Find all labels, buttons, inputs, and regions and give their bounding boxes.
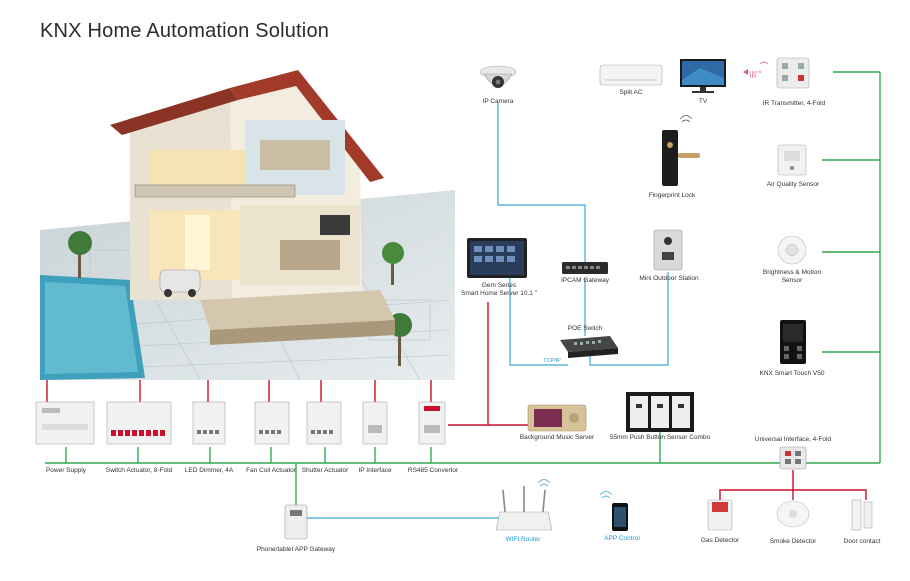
tv-icon <box>680 59 726 93</box>
smoke-detector-label: Smoke Detector <box>764 538 822 546</box>
switch-actuator-label: Switch Actuator, 8-Fold <box>100 467 178 475</box>
ipcam-gateway-icon <box>562 262 608 274</box>
smart-touch-label: KNX Smart Touch V50 <box>752 370 832 378</box>
push-button-combo-label: 55mm Push Button Sensor Combo <box>606 434 714 442</box>
ip-interface-label: IP Interface <box>354 467 396 475</box>
wifi-router-label: WIFI Router <box>496 536 550 544</box>
ir-transmitter-icon <box>777 58 809 88</box>
split-ac-label: Split AC <box>605 89 657 97</box>
ir-transmitter-label: IR Transmitter, 4-Fold <box>752 100 836 108</box>
air-quality-sensor-label: Air Quality Sensor <box>758 181 828 189</box>
fingerprint-lock-icon <box>662 116 700 187</box>
smart-home-server-icon <box>467 238 527 278</box>
door-contact-label: Door contact <box>836 538 888 546</box>
rs485-convertor-label: RS485 Convertor <box>404 467 462 475</box>
shutter-actuator-label: Shutter Actuator <box>298 467 352 475</box>
gem-series-label-2: Smart Home Server 10.1 " <box>456 290 542 298</box>
background-music-server-label: Background Music Server <box>510 434 604 442</box>
universal-interface-icon <box>780 447 806 469</box>
power-supply-icon <box>36 402 94 444</box>
brightness-motion-sensor-icon <box>778 236 806 264</box>
smartphone-icon <box>600 492 628 532</box>
led-dimmer-icon <box>193 402 225 444</box>
gas-detector-label: Gas Detector <box>694 537 746 545</box>
poe-switch-icon <box>560 336 618 358</box>
app-gateway-icon <box>285 505 307 539</box>
gas-detector-icon <box>708 500 732 530</box>
shutter-actuator-icon <box>307 402 341 444</box>
rs485-convertor-icon <box>419 402 445 444</box>
tcpip-label: TCP/IP <box>540 357 564 365</box>
ip-camera-icon <box>480 66 516 88</box>
ip-interface-icon <box>363 402 387 444</box>
poe-switch-label: POE Switch <box>563 325 607 333</box>
universal-interface-label: Universal Interface, 4-Fold <box>746 436 840 444</box>
house-illustration <box>40 70 455 380</box>
brightness-sensor-label-2: Sensor <box>752 277 832 285</box>
fan-coil-actuator-label: Fan Coil Actuator <box>240 467 302 475</box>
ir-tag: IR <box>746 73 760 81</box>
smart-touch-panel-icon <box>780 320 806 364</box>
split-ac-icon <box>600 65 662 85</box>
gem-series-label-1: Gem Series <box>456 282 542 290</box>
mini-outdoor-station-label: Mini Outdoor Station <box>636 275 702 283</box>
fan-coil-actuator-icon <box>255 402 289 444</box>
tv-label: TV <box>690 98 716 106</box>
app-gateway-label: Phone/tablet APP Gateway <box>248 546 344 554</box>
outdoor-station-icon <box>654 230 682 270</box>
smoke-detector-icon <box>777 501 809 527</box>
wifi-router-icon <box>496 480 552 531</box>
fingerprint-lock-label: Fingerprint Lock <box>640 192 704 200</box>
power-supply-label: Power Supply <box>36 467 96 475</box>
door-contact-icon <box>852 500 872 530</box>
air-quality-sensor-icon <box>778 145 806 175</box>
push-button-combo-icon <box>626 392 694 432</box>
brightness-sensor-label-1: Brightness & Motion <box>752 269 832 277</box>
app-control-label: APP Control <box>596 535 648 543</box>
background-music-server-icon <box>528 405 586 431</box>
led-dimmer-label: LED Dimmer, 4A <box>180 467 238 475</box>
ip-camera-label: IP Camera <box>468 98 528 106</box>
switch-actuator-icon <box>107 402 171 444</box>
ipcam-gateway-label: IPCAM Gateway <box>555 277 615 285</box>
